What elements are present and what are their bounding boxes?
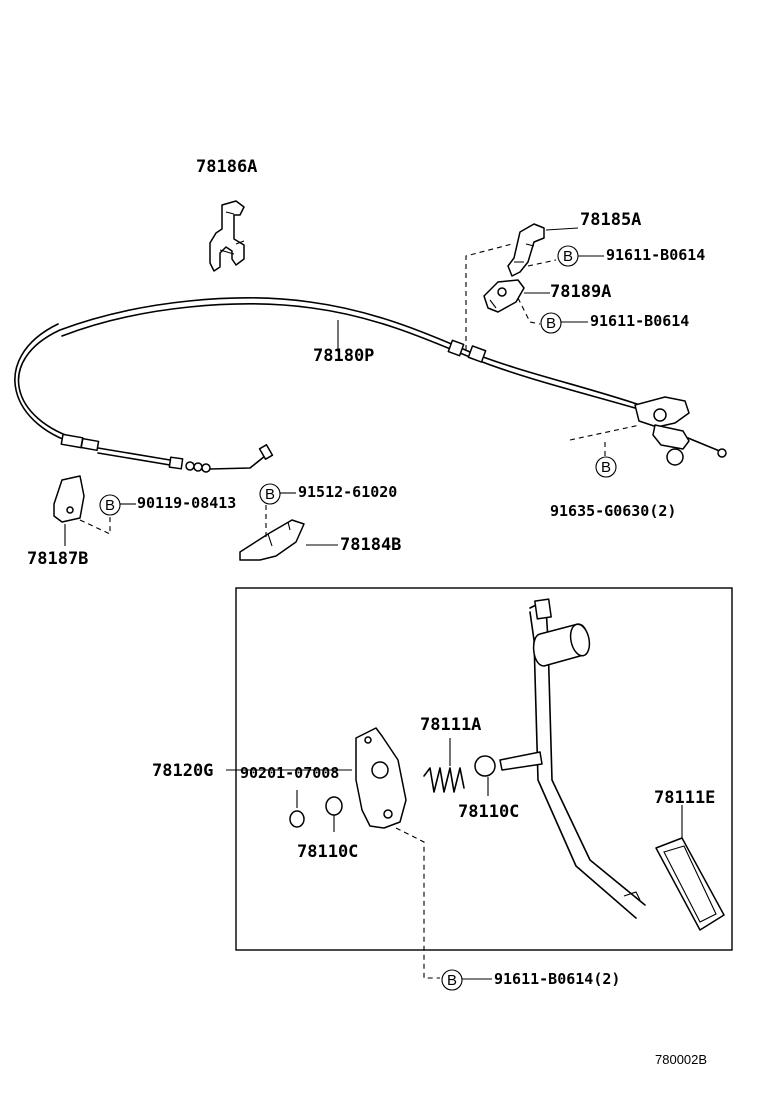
part-label-78111A: 78111A	[420, 715, 481, 735]
accelerator-cable-78180P-drawing	[14, 297, 643, 473]
part-label-78185A: 78185A	[580, 210, 641, 230]
clamp-78186A-drawing	[209, 200, 245, 272]
svg-text:B: B	[105, 497, 115, 514]
bolt-bubble-91635: B	[595, 456, 617, 478]
part-label-78110C-left: 78110C	[297, 842, 358, 862]
bushing-78110C-left-drawing	[325, 796, 343, 832]
bolt-bubble-90119: B	[99, 494, 121, 516]
part-label-78180P: 78180P	[313, 346, 374, 366]
bracket-78185A-drawing	[507, 223, 545, 277]
spring-78111A-drawing	[423, 738, 465, 793]
washer-90201-drawing	[289, 790, 305, 828]
svg-text:B: B	[265, 486, 275, 503]
leader-78185A	[545, 227, 579, 231]
dash-91611-bottom	[395, 827, 440, 979]
callout-90119-08413: 90119-08413	[137, 494, 236, 512]
pedal-assembly-box	[235, 587, 733, 951]
bolt-bubble-91611-mid: B	[540, 312, 562, 334]
leader-91635	[569, 424, 641, 456]
part-label-78120G: 78120G	[152, 761, 213, 781]
bushing-78110C-right-drawing	[474, 755, 496, 796]
callout-91611-B0614-top: 91611-B0614	[606, 246, 705, 264]
svg-text:B: B	[601, 459, 611, 476]
bolt-bubble-91512: B	[259, 483, 281, 505]
dash-90119	[79, 516, 111, 535]
pedal-pad-78111E-drawing	[655, 837, 725, 931]
pedal-arm-drawing	[499, 598, 646, 919]
dash-78185A-to-cable	[465, 243, 513, 350]
bolt-bubble-91611-bottom: B	[441, 969, 463, 991]
part-label-78111E: 78111E	[654, 788, 715, 808]
dash-91611-mid	[517, 297, 541, 325]
bracket-78189A-drawing	[483, 279, 525, 313]
callout-91635-G0630: 91635-G0630(2)	[550, 502, 676, 520]
bracket-78184B-drawing	[239, 519, 305, 561]
part-label-78187B: 78187B	[27, 549, 88, 569]
callout-90201-07008: 90201-07008	[240, 764, 339, 782]
dash-91611-top	[527, 259, 557, 267]
part-label-78189A: 78189A	[550, 282, 611, 302]
svg-text:B: B	[563, 248, 573, 265]
bracket-78187B-drawing	[53, 475, 85, 523]
svg-text:B: B	[447, 972, 457, 989]
part-label-78186A: 78186A	[196, 157, 257, 177]
part-label-78110C-right: 78110C	[458, 802, 519, 822]
pedal-bracket-78120G-drawing	[355, 727, 407, 829]
part-label-78184B: 78184B	[340, 535, 401, 555]
callout-91611-B0614-mid: 91611-B0614	[590, 312, 689, 330]
bolt-bubble-91611-top: B	[557, 245, 579, 267]
throttle-linkage-drawing	[634, 396, 727, 466]
svg-text:B: B	[546, 315, 556, 332]
figure-id: 780002B	[655, 1052, 707, 1067]
callout-91611-B0614-bottom: 91611-B0614(2)	[494, 970, 620, 988]
callout-91512-61020: 91512-61020	[298, 483, 397, 501]
